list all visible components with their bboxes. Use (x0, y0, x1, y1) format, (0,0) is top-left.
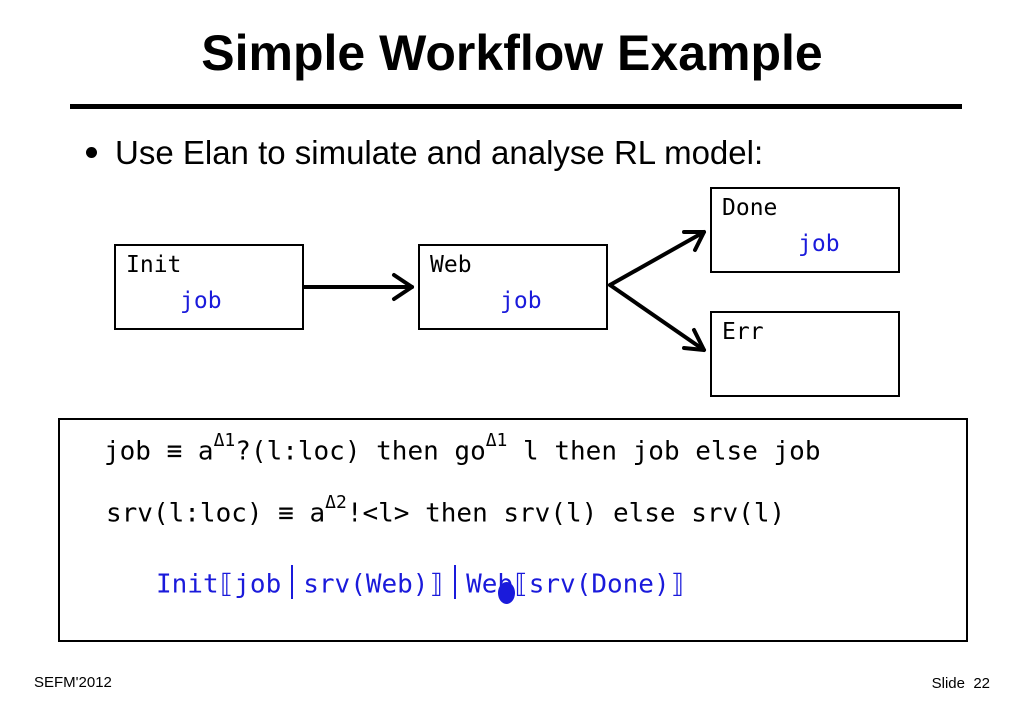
parallel-bar (454, 565, 457, 599)
state-name: Init (126, 252, 182, 278)
footer-slide-number: Slide 22 (931, 675, 990, 692)
token-dot-icon (498, 582, 515, 604)
title-underline (70, 104, 962, 109)
state-process: job (180, 288, 222, 314)
state-process: job (500, 288, 542, 314)
state-box-web: Web job (418, 244, 608, 330)
state-box-err: Err (710, 311, 900, 397)
bullet-item: Use Elan to simulate and analyse RL mode… (86, 134, 763, 172)
bullet-text: Use Elan to simulate and analyse RL mode… (115, 134, 764, 171)
state-name: Web (430, 252, 472, 278)
footer-conference: SEFM'2012 (34, 674, 112, 691)
arrow-web-to-err (608, 283, 706, 352)
state-process: job (798, 231, 840, 257)
code-line-srv: srv(l:loc) ≡ aΔ2!<l> then srv(l) else sr… (106, 492, 786, 529)
state-box-done: Done job (710, 187, 900, 273)
state-name: Done (722, 195, 778, 221)
bullet-dot-icon (86, 146, 97, 158)
slide-title: Simple Workflow Example (201, 25, 823, 81)
code-frame (58, 418, 968, 642)
arrow-web-to-done (608, 230, 706, 287)
code-line-job: job ≡ aΔ1?(l:loc) then goΔ1 l then job e… (104, 430, 821, 467)
arrow-init-to-web (302, 273, 414, 301)
state-name: Err (722, 319, 764, 345)
parallel-bar (291, 565, 294, 599)
